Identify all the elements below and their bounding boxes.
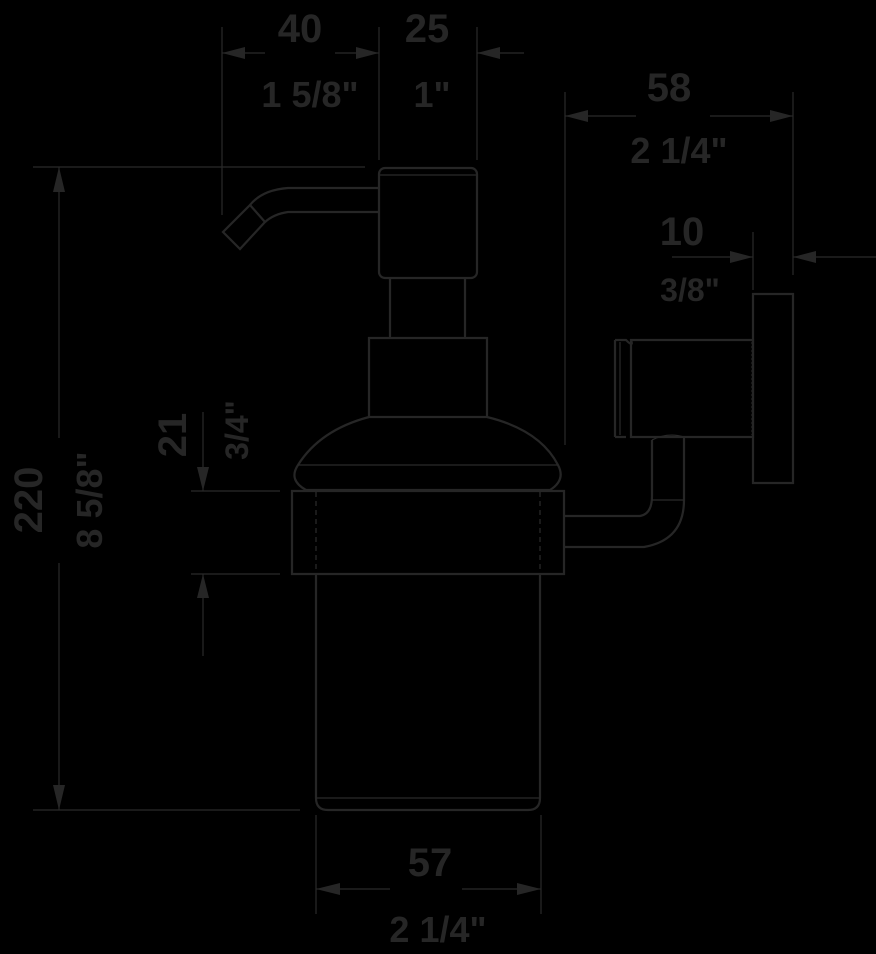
pump-head	[377, 166, 479, 280]
dome-cap	[293, 415, 562, 492]
dimension-lines	[33, 27, 876, 914]
dim-collar-height-inch: 3/4"	[219, 400, 255, 460]
dim-wall-plate-mm: 10	[660, 210, 705, 254]
spout	[221, 186, 378, 251]
dim-total-height-inch: 8 5/8"	[69, 451, 110, 548]
dim-pump-head-mm: 25	[405, 7, 450, 51]
dim-bottle-diameter-inch: 2 1/4"	[389, 909, 486, 950]
dim-wall-projection-mm: 58	[647, 66, 692, 110]
wall-plate	[751, 292, 795, 485]
dimension-labels: 40 1 5/8" 25 1" 58 2 1/4" 10 3/8" 220 8 …	[7, 7, 728, 950]
dim-total-height-mm: 220	[7, 467, 51, 534]
dim-spout-reach-inch: 1 5/8"	[261, 74, 358, 115]
bottle	[314, 574, 542, 812]
dim-wall-plate-inch: 3/8"	[660, 272, 720, 308]
dim-wall-projection-inch: 2 1/4"	[630, 130, 727, 171]
wall-mount	[613, 338, 755, 439]
soap-dispenser-outline	[221, 166, 795, 812]
dim-pump-head-inch: 1"	[413, 74, 450, 115]
dim-collar-height-mm: 21	[151, 413, 195, 458]
dim-spout-reach-mm: 40	[278, 7, 323, 51]
bracket-arm	[564, 434, 686, 549]
pump-base	[367, 336, 489, 419]
dim-bottle-diameter-mm: 57	[408, 841, 453, 885]
pump-neck	[388, 278, 467, 338]
collar-ring	[290, 489, 566, 576]
